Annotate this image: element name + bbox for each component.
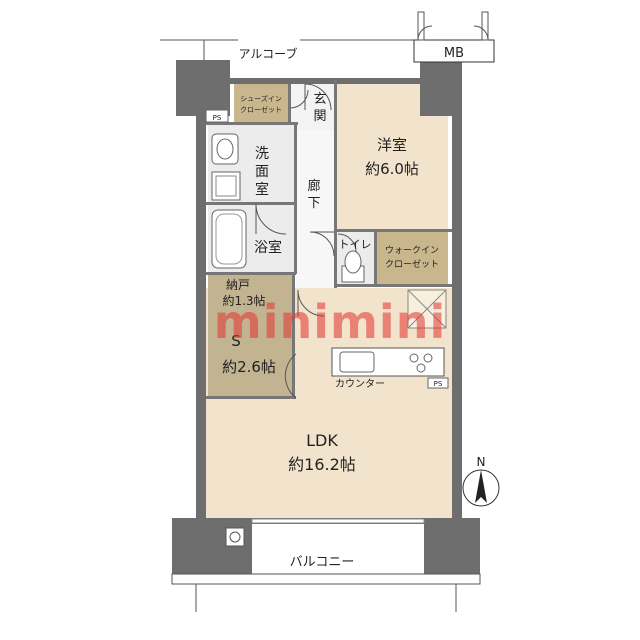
shoes-closet-label-2: クローゼット bbox=[240, 105, 282, 114]
hallway-label-1: 廊 bbox=[307, 178, 320, 194]
wic-label-2: クローゼット bbox=[385, 258, 439, 270]
balcony-label: バルコニー bbox=[290, 555, 355, 570]
bath-label: 浴室 bbox=[254, 239, 282, 256]
watermark: minimini bbox=[214, 295, 446, 349]
service-room-name: S bbox=[231, 332, 241, 350]
north-arrow-icon: N bbox=[462, 455, 500, 507]
washroom-label-3: 室 bbox=[255, 181, 269, 198]
service-room-size: 約2.6帖 bbox=[222, 358, 276, 376]
kitchen-counter bbox=[331, 347, 445, 377]
service-room-floor bbox=[208, 274, 292, 398]
wic-floor bbox=[376, 232, 448, 284]
ps-box-kitchen bbox=[427, 377, 449, 389]
washroom-label-1: 洗 bbox=[255, 146, 269, 162]
doors bbox=[255, 83, 357, 399]
toilet-fixture bbox=[341, 250, 365, 283]
entrance-label-1: 玄 bbox=[313, 92, 326, 107]
fridge-space bbox=[407, 289, 447, 329]
shoes-closet-floor bbox=[234, 84, 288, 124]
ps-kitchen-label: PS bbox=[434, 380, 443, 388]
balcony-railing bbox=[171, 573, 481, 612]
wic-label-1: ウォークイン bbox=[385, 245, 439, 256]
entrance-label-2: 関 bbox=[313, 109, 326, 124]
ldk-name: LDK bbox=[306, 431, 338, 450]
bathtub bbox=[211, 209, 247, 269]
mb-box bbox=[413, 11, 495, 63]
ps-top-label: PS bbox=[213, 114, 222, 122]
hallway-label-2: 下 bbox=[307, 196, 320, 211]
washbasin bbox=[211, 133, 239, 165]
alcove-area bbox=[160, 39, 420, 60]
western-room-name: 洋室 bbox=[377, 136, 407, 154]
washing-machine bbox=[211, 171, 241, 201]
ps-box-top bbox=[205, 109, 229, 123]
washroom-label-2: 面 bbox=[255, 164, 269, 180]
ldk-size: 約16.2帖 bbox=[288, 455, 356, 474]
interior-walls bbox=[206, 80, 452, 399]
balcony-window bbox=[251, 518, 425, 524]
storage-label: 納戸 bbox=[226, 278, 250, 292]
western-room-size: 約6.0帖 bbox=[365, 160, 419, 178]
hallway-floor bbox=[296, 120, 336, 288]
shoes-closet-label-1: シューズイン bbox=[240, 94, 282, 103]
alcove-label: アルコーブ bbox=[239, 46, 298, 61]
toilet-label: トイレ bbox=[339, 238, 372, 251]
counter-label: カウンター bbox=[335, 378, 385, 390]
north-label: N bbox=[477, 455, 486, 469]
mb-label: MB bbox=[444, 46, 464, 61]
balcony-fixture bbox=[225, 527, 245, 547]
storage-size: 約1.3帖 bbox=[222, 293, 265, 308]
